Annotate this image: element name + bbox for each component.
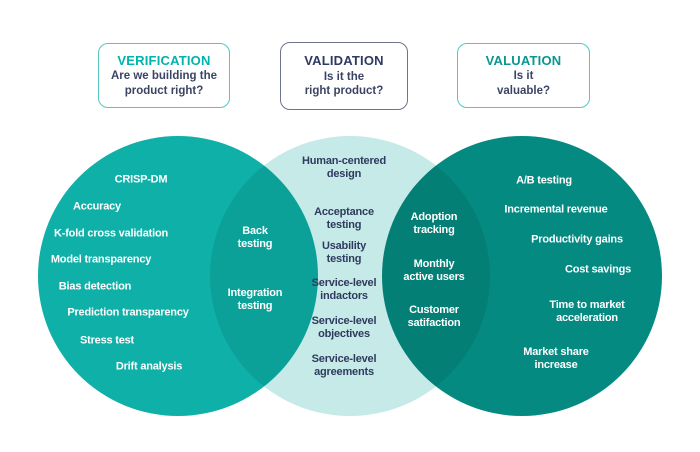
valuation-item: Time to market acceleration [549, 299, 625, 324]
validation-title: VALIDATION [304, 53, 384, 69]
validation-item: Human-centered design [302, 155, 386, 180]
validation-valuation-overlap-item: Monthly active users [403, 258, 465, 283]
verification-item: Bias detection [58, 280, 132, 293]
verification-title: VERIFICATION [117, 52, 211, 68]
verification-header-box: VERIFICATION Are we building the product… [98, 43, 230, 108]
verification-item: CRISP-DM [114, 173, 168, 186]
validation-item: Usability testing [321, 240, 367, 265]
verification-item: K-fold cross validation [54, 227, 168, 240]
validation-header-box: VALIDATION Is it the right product? [280, 42, 408, 110]
validation-circle [210, 136, 490, 416]
valuation-question: Is it valuable? [496, 70, 551, 97]
validation-item: Acceptance testing [314, 206, 374, 231]
verification-validation-overlap-item: Integration testing [227, 287, 283, 312]
verification-question: Are we building the product right? [110, 70, 218, 97]
valuation-item: Cost savings [564, 263, 632, 276]
verification-item: Stress test [79, 334, 135, 347]
verification-validation-overlap-item: Back testing [237, 225, 273, 250]
valuation-item: Incremental revenue [504, 203, 608, 216]
validation-valuation-overlap-item: Customer satifaction [407, 304, 461, 329]
valuation-item: A/B testing [516, 174, 572, 187]
valuation-item: Productivity gains [531, 233, 623, 246]
validation-item: Service-level indactors [311, 277, 377, 302]
valuation-item: Market share increase [523, 346, 589, 371]
verification-item: Drift analysis [115, 360, 183, 373]
valuation-header-box: VALUATION Is it valuable? [457, 43, 590, 108]
validation-item: Service-level agreements [311, 353, 377, 378]
validation-question: Is it the right product? [304, 70, 384, 98]
verification-item: Prediction transparency [67, 306, 189, 319]
verification-item: Accuracy [73, 200, 121, 213]
verification-item: Model transparency [50, 253, 152, 266]
validation-valuation-overlap-item: Adoption tracking [410, 211, 458, 236]
validation-item: Service-level objectives [311, 315, 377, 340]
valuation-title: VALUATION [485, 52, 562, 68]
